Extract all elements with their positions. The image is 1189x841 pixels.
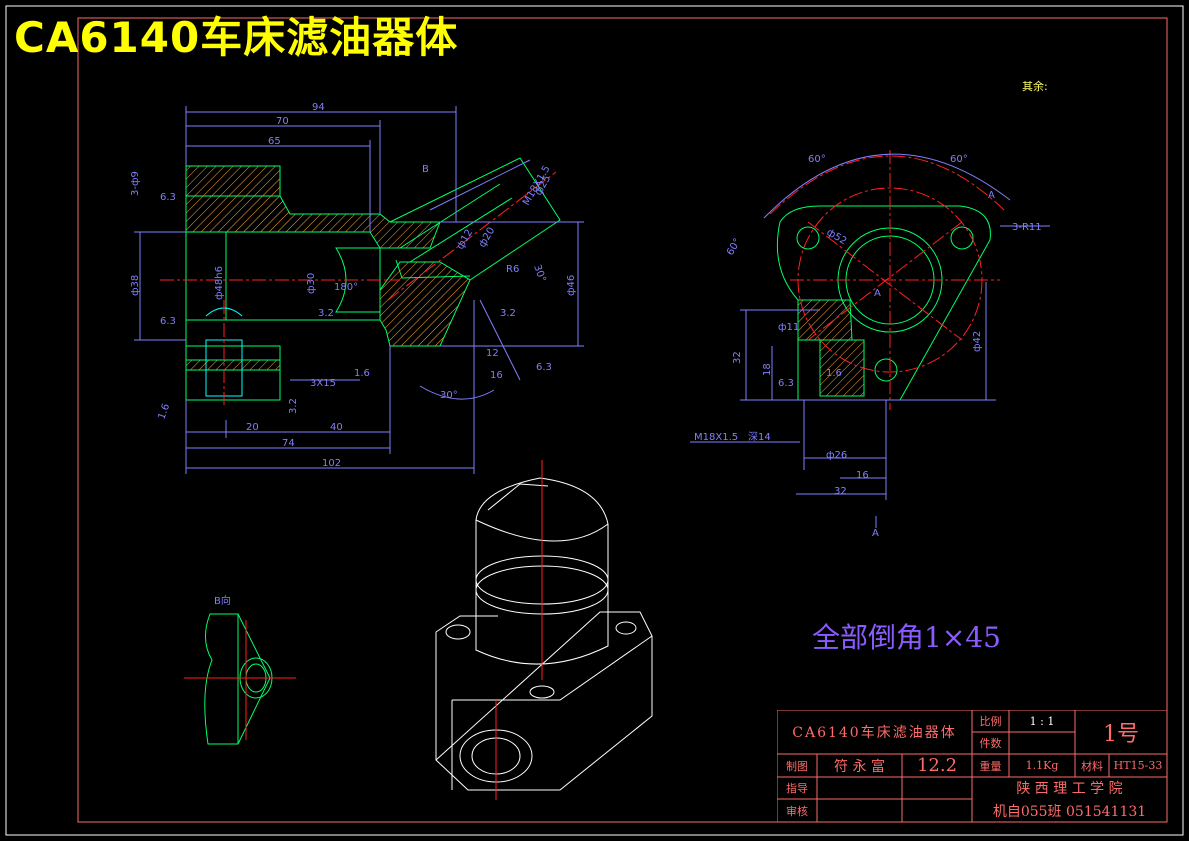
svg-text:60°: 60°: [808, 154, 826, 165]
svg-text:ф42: ф42: [972, 331, 983, 352]
svg-text:M18X1.5: M18X1.5: [694, 432, 738, 443]
svg-text:6.3: 6.3: [536, 362, 552, 373]
title-block: CA6140车床滤油器体 比例 1 : 1 件数 1号 制图 符 永 富 12.…: [777, 710, 1167, 822]
flange-bottom-hatch: [185, 359, 281, 371]
svg-text:74: 74: [282, 438, 295, 449]
svg-text:ф11: ф11: [778, 322, 799, 333]
side-view: 60°60° 60° ф52 3-R11 AA ф11 32 18 6.3 1.…: [690, 150, 1050, 539]
surface-roughness-label: 其余:: [1022, 80, 1048, 93]
detail-b-view: B向: [184, 594, 296, 745]
side-dimension-lines: [690, 153, 1050, 528]
weight-label: 重量: [979, 759, 1002, 773]
svg-text:3-ф9: 3-ф9: [130, 171, 141, 196]
material-label: 材料: [1081, 759, 1103, 773]
svg-text:6.3: 6.3: [778, 378, 794, 389]
front-section-view: 94 70 65 3-ф9 6.3 ф38 ф48h6 ф30 180° 3.2 ф…: [130, 102, 584, 474]
svg-text:A: A: [874, 288, 881, 299]
svg-text:ф12: ф12: [455, 228, 475, 252]
front-dimension-text: 94 70 65 3-ф9 6.3 ф38 ф48h6 ф30 180° 3.2 ф…: [130, 102, 577, 469]
angled-centerline: [387, 171, 557, 301]
svg-text:30°: 30°: [440, 390, 458, 401]
count-label: 件数: [979, 737, 1002, 750]
angled-boss: [389, 157, 561, 281]
svg-text:6.3: 6.3: [160, 192, 176, 203]
svg-text:60°: 60°: [950, 154, 968, 165]
bottom-bolt-hole: [874, 358, 898, 382]
class-info: 机自055班 051541131: [992, 803, 1147, 820]
body-lower-wall: [186, 261, 471, 347]
school-name: 陕 西 理 工 学 院: [1016, 781, 1123, 797]
instructor-label: 指导: [786, 782, 808, 795]
reviewer-label: 审核: [786, 804, 808, 818]
svg-text:32: 32: [732, 351, 743, 364]
drawing-date: 12.2: [916, 755, 958, 776]
svg-text:30°: 30°: [531, 263, 547, 283]
body-top-wall: [185, 195, 441, 249]
svg-text:40: 40: [330, 422, 343, 433]
svg-text:3.2: 3.2: [318, 308, 334, 319]
weight-value: 1.1Kg: [1025, 759, 1059, 772]
svg-text:A: A: [988, 190, 995, 201]
drafter-label: 制图: [786, 759, 808, 773]
svg-text:18: 18: [762, 363, 773, 376]
svg-text:ф20: ф20: [477, 226, 497, 250]
svg-text:65: 65: [268, 136, 281, 147]
svg-text:94: 94: [312, 102, 325, 113]
scale-value: 1 : 1: [1029, 714, 1055, 728]
drafter-name: 符 永 富: [834, 758, 885, 775]
svg-text:3X15: 3X15: [310, 378, 336, 389]
angled-thread: [395, 183, 513, 279]
svg-text:1.6: 1.6: [354, 368, 370, 379]
svg-text:32: 32: [834, 486, 847, 497]
svg-text:ф46: ф46: [566, 275, 577, 296]
svg-text:ф38: ф38: [130, 275, 141, 296]
svg-text:深14: 深14: [748, 431, 771, 443]
isometric-view: [435, 460, 653, 800]
svg-text:3-R11: 3-R11: [1012, 222, 1042, 233]
svg-text:70: 70: [276, 116, 289, 127]
svg-text:ф30: ф30: [306, 273, 317, 294]
chamfer-note: 全部倒角1×45: [812, 621, 1001, 654]
section-break: [797, 299, 853, 341]
svg-text:102: 102: [322, 458, 341, 469]
flange-top-hatch: [185, 165, 281, 197]
scale-label: 比例: [979, 715, 1002, 728]
svg-text:ф48h6: ф48h6: [214, 266, 225, 300]
svg-text:1.6: 1.6: [156, 402, 172, 421]
bolt-circle: [769, 155, 1005, 215]
svg-text:1.6: 1.6: [826, 368, 842, 379]
svg-text:16: 16: [490, 370, 503, 381]
svg-text:3.2: 3.2: [288, 398, 299, 414]
section-marker-b: B: [422, 164, 429, 175]
title-block-grid: [777, 710, 1167, 822]
left-bolt-hole: [796, 226, 820, 250]
detail-b-label: B向: [214, 594, 231, 607]
drawing-inner-border: [77, 17, 1168, 823]
flange-outline: [776, 205, 991, 401]
title-block-part-name: CA6140车床滤油器体: [792, 725, 957, 741]
sheet-number: 1号: [1103, 722, 1139, 747]
drawing-title: CA6140车床滤油器体: [14, 13, 459, 62]
svg-text:16: 16: [856, 470, 869, 481]
flange-bottom: [185, 345, 281, 401]
drawing-outer-border: [5, 5, 1184, 836]
spherical-cavity: [335, 247, 381, 313]
svg-text:ф26: ф26: [826, 450, 847, 461]
right-bolt-hole: [950, 226, 974, 250]
svg-text:60°: 60°: [725, 237, 743, 258]
svg-text:12: 12: [486, 348, 499, 359]
svg-text:20: 20: [246, 422, 259, 433]
inner-bore: [225, 231, 380, 321]
svg-text:6.3: 6.3: [160, 316, 176, 327]
material-value: HT15-33: [1113, 759, 1163, 772]
svg-text:A: A: [872, 528, 879, 539]
front-dimension-lines: [134, 106, 584, 474]
svg-text:180°: 180°: [334, 282, 358, 293]
svg-text:3.2: 3.2: [500, 308, 516, 319]
svg-text:R6: R6: [506, 264, 519, 275]
